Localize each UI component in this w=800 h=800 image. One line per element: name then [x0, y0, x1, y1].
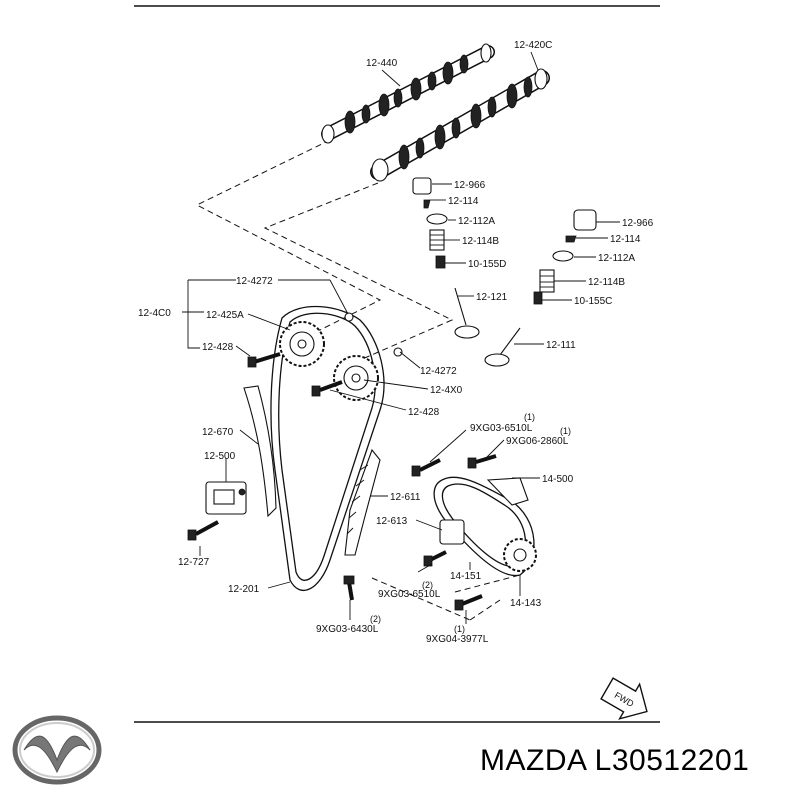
- label-12-727: 12-727: [178, 557, 210, 568]
- label-9xg03-6510l-b: 9XG03-6510L: [378, 589, 441, 600]
- tensioner-12-500: [205, 481, 247, 515]
- label-12-121: 12-121: [476, 292, 508, 303]
- bolt-9xg04-3977l: [454, 594, 483, 611]
- label-12-114-a: 12-114: [448, 196, 479, 207]
- qty-9xg03-6430l: (2): [370, 614, 381, 624]
- label-10-155c: 10-155C: [574, 296, 612, 307]
- label-12-114b-b: 12-114B: [588, 277, 625, 288]
- label-12-112a-a: 12-112A: [458, 216, 495, 227]
- bolt-9xg03-6510l-a: [411, 458, 441, 477]
- label-12-425a: 12-425A: [206, 310, 244, 321]
- bolt-12-428-b: [311, 380, 343, 397]
- label-12-420c: 12-420C: [514, 40, 552, 51]
- washer-12-4272-lower: [393, 347, 403, 357]
- sprocket-12-425a: [279, 321, 325, 367]
- label-12-114b-a: 12-114B: [462, 236, 499, 247]
- label-12-428-b: 12-428: [408, 407, 440, 418]
- label-12-428-a: 12-428: [202, 342, 234, 353]
- label-9xg04-3977l: 9XG04-3977L: [426, 634, 489, 645]
- mazda-logo: [12, 715, 102, 785]
- label-9xg06-2860l: 9XG06-2860L: [506, 436, 569, 447]
- label-12-966-a: 12-966: [454, 180, 486, 191]
- label-12-4272-b: 12-4272: [420, 366, 457, 377]
- label-12-440: 12-440: [366, 58, 398, 69]
- qty-9xg04-3977l: (1): [454, 624, 465, 634]
- label-12-114-b: 12-114: [610, 234, 641, 245]
- label-9xg03-6430l: 9XG03-6430L: [316, 624, 379, 635]
- label-12-670: 12-670: [202, 427, 234, 438]
- leader-lines: [182, 51, 620, 624]
- label-14-151: 14-151: [450, 571, 482, 582]
- label-12-112a-b: 12-112A: [598, 253, 635, 264]
- camshaft-12-420c: [370, 68, 550, 182]
- label-10-155d: 10-155D: [468, 259, 506, 270]
- bolt-9xg03-6510l-b: [423, 550, 447, 567]
- bolt-9xg03-6430l: [343, 575, 355, 601]
- qty-9xg03-6510l-a: (1): [524, 412, 535, 422]
- fwd-arrow-icon: FWD: [600, 677, 648, 720]
- washer-12-4272-upper: [344, 312, 354, 322]
- qty-9xg03-6510l-b: (2): [422, 580, 433, 590]
- chain-guide-12-670: [243, 385, 277, 518]
- valve-stack-right: [484, 209, 597, 367]
- valve-stack-left: [412, 177, 480, 339]
- timing-chain: [270, 305, 385, 592]
- part-number-caption: MAZDA L30512201: [480, 744, 750, 777]
- qty-9xg06-2860l: (1): [560, 426, 571, 436]
- sprocket-12-4x0: [333, 355, 379, 401]
- bolt-12-428-a: [247, 352, 281, 368]
- label-12-111: 12-111: [546, 340, 576, 351]
- label-12-4x0: 12-4X0: [430, 385, 463, 396]
- assembly-guide-lines: [195, 139, 521, 621]
- label-12-966-b: 12-966: [622, 218, 654, 229]
- label-12-4c0: 12-4C0: [138, 308, 171, 319]
- label-14-500: 14-500: [542, 474, 574, 485]
- label-12-500: 12-500: [204, 451, 236, 462]
- chain-guide-12-611: [344, 448, 381, 556]
- label-14-143: 14-143: [510, 598, 542, 609]
- label-9xg03-6510l-a: 9XG03-6510L: [470, 423, 533, 434]
- camshaft-12-440: [321, 43, 495, 144]
- bolt-12-727: [187, 520, 219, 541]
- bolt-9xg06-2860l: [467, 454, 497, 469]
- label-12-201: 12-201: [228, 584, 260, 595]
- oil-pump-chain-assembly: [433, 476, 537, 577]
- label-12-611: 12-611: [390, 492, 421, 503]
- label-12-613: 12-613: [376, 516, 408, 527]
- label-12-4272-a: 12-4272: [236, 276, 273, 287]
